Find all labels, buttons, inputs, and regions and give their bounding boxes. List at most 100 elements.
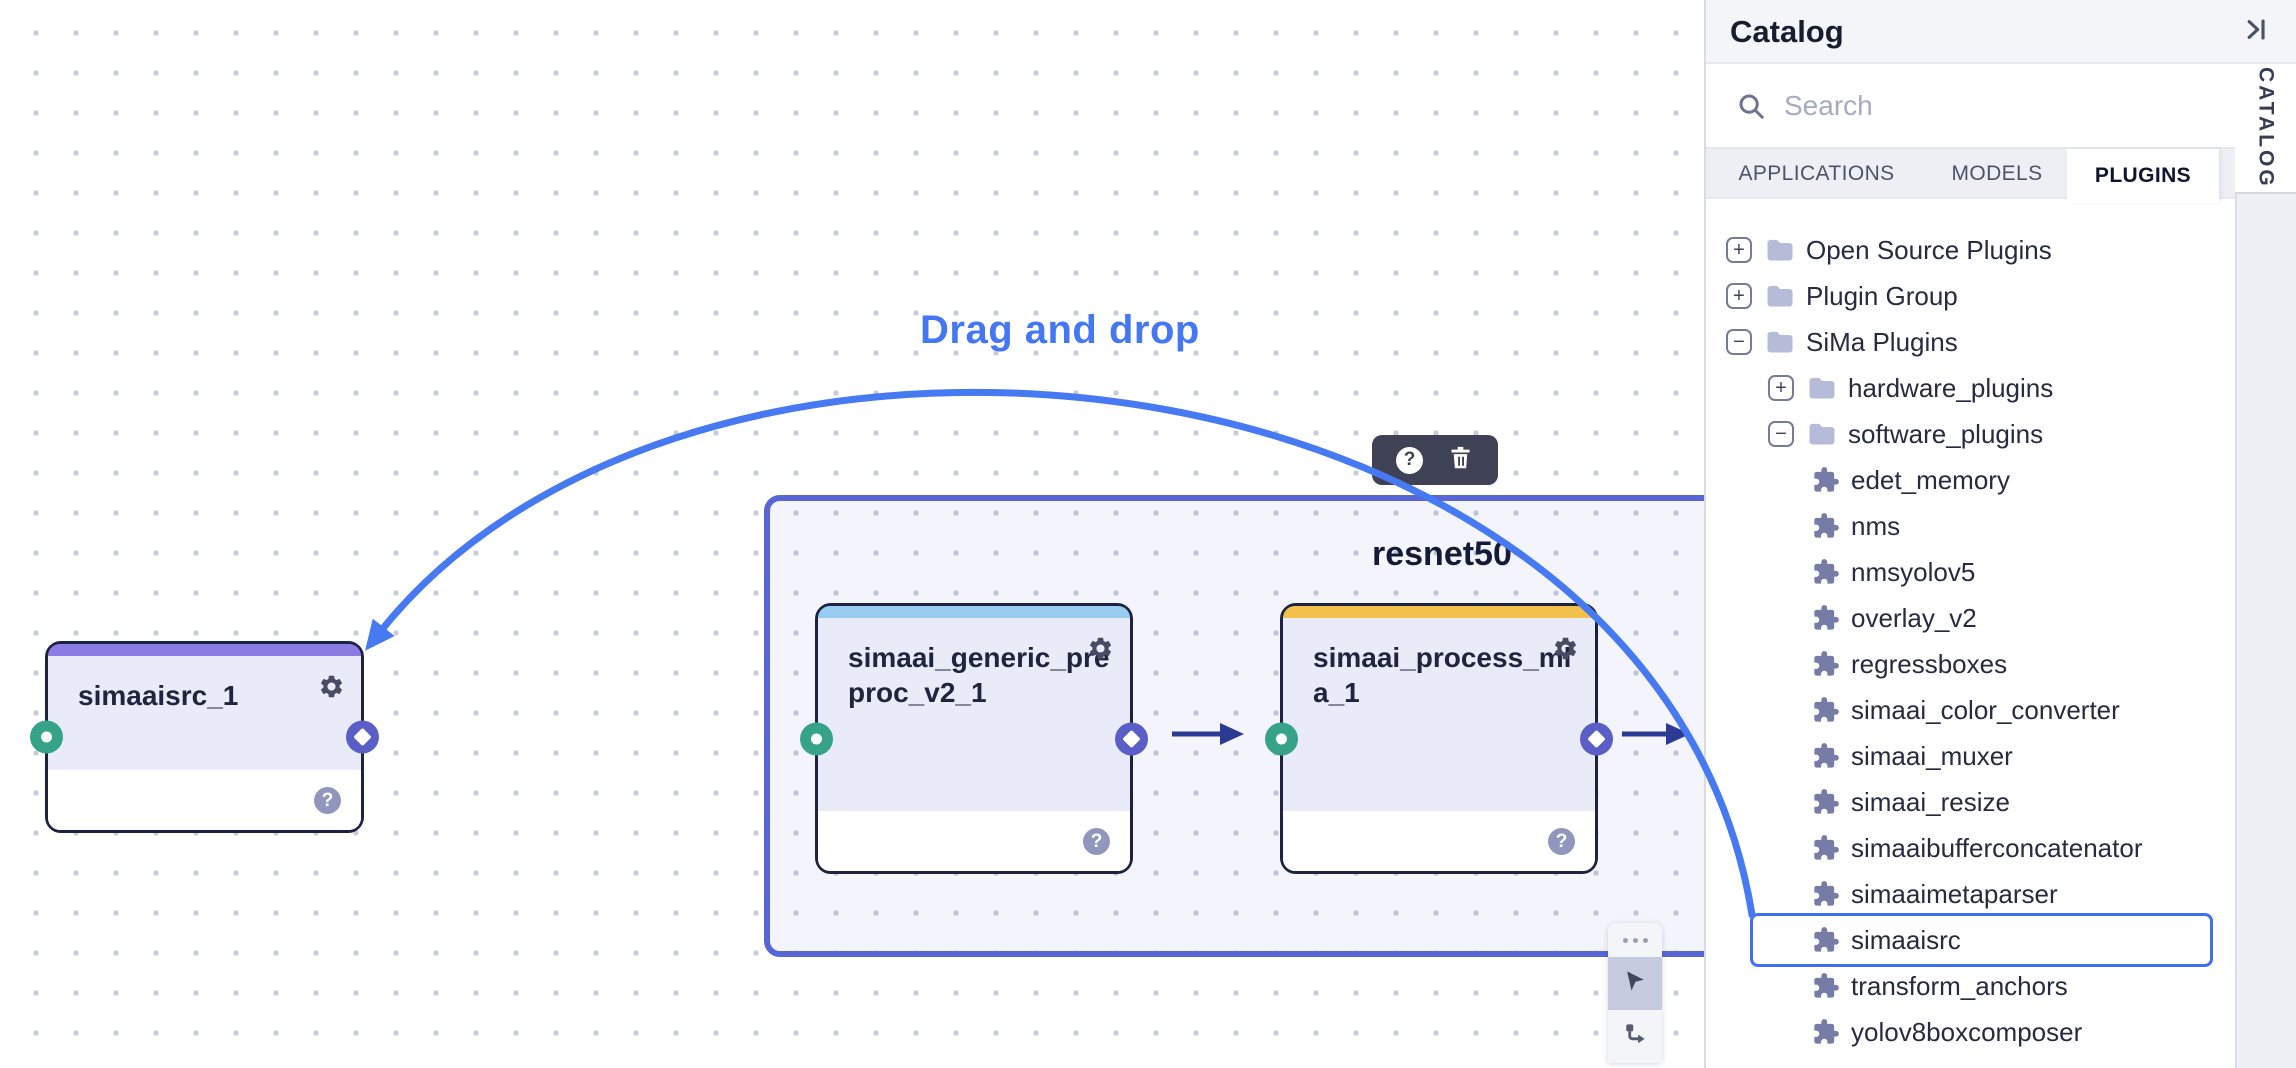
tree-item-label: software_plugins: [1848, 418, 2044, 449]
settings-gear-icon[interactable]: [318, 673, 345, 700]
search-icon: [1739, 94, 1764, 119]
search-bar: [1706, 64, 2237, 149]
palette-drag-handle[interactable]: [1608, 923, 1662, 957]
tab-applications[interactable]: APPLICATIONS: [1738, 162, 1895, 185]
output-port[interactable]: [346, 720, 379, 754]
tree-item-label: simaai_resize: [1851, 786, 2010, 817]
puzzle-plugin-icon: [1812, 834, 1840, 862]
tree-item-label: simaaisrc: [1851, 924, 1961, 955]
tree-expander[interactable]: +: [1768, 375, 1794, 401]
ellipsis-icon: [1622, 937, 1648, 943]
puzzle-plugin-icon: [1812, 972, 1840, 1000]
tree-item-simaaimetaparser[interactable]: simaaimetaparser: [1706, 871, 2237, 917]
tree-item-nms[interactable]: nms: [1706, 503, 2237, 549]
tree-item-label: simaai_muxer: [1851, 740, 2013, 771]
node-title: simaai_process_mla_1: [1313, 642, 1572, 708]
puzzle-plugin-icon: [1812, 466, 1840, 494]
tree-item-SiMa Plugins[interactable]: − SiMa Plugins: [1706, 319, 2237, 365]
folder-icon: [1765, 284, 1795, 309]
tree-item-label: edet_memory: [1851, 464, 2010, 495]
canvas-tool-palette: [1608, 923, 1662, 1063]
tree-item-label: nms: [1851, 510, 1901, 541]
tree-item-label: regressboxes: [1851, 648, 2008, 679]
collapse-panel-icon[interactable]: [2243, 16, 2270, 48]
tree-item-label: simaai_color_converter: [1851, 694, 2120, 725]
puzzle-plugin-icon: [1812, 788, 1840, 816]
puzzle-plugin-icon: [1812, 558, 1840, 586]
connector-tool-button[interactable]: [1608, 1010, 1662, 1063]
selection-toolbar: ?: [1372, 435, 1498, 485]
tree-expander[interactable]: +: [1726, 237, 1752, 263]
settings-gear-icon[interactable]: [1552, 635, 1579, 662]
delete-button[interactable]: [1447, 444, 1474, 476]
pointer-tool-button[interactable]: [1608, 957, 1662, 1010]
plugin-tree: + Open Source Plugins + Plugin Group − S…: [1706, 199, 2237, 1068]
node-simaai_generic_preproc_v2_1[interactable]: simaai_generic_preproc_v2_1 ?: [800, 603, 1148, 874]
panel-side-strip: CATALOG: [2235, 64, 2296, 1068]
group-label: resnet50: [1372, 535, 1512, 573]
catalog-header: Catalog: [1706, 0, 2296, 64]
tree-item-Open Source Plugins[interactable]: + Open Source Plugins: [1706, 227, 2237, 273]
puzzle-plugin-icon: [1812, 696, 1840, 724]
tree-item-overlay_v2[interactable]: overlay_v2: [1706, 595, 2237, 641]
tree-item-hardware_plugins[interactable]: + hardware_plugins: [1706, 365, 2237, 411]
node-accent-strip: [1283, 606, 1595, 618]
node-simaai_process_mla_1[interactable]: simaai_process_mla_1 ?: [1265, 603, 1613, 874]
elbow-arrow-icon: [1621, 1020, 1649, 1053]
help-button[interactable]: ?: [1396, 446, 1423, 474]
node-simaaisrc_1[interactable]: simaaisrc_1 ?: [30, 641, 379, 833]
tree-item-yolov8boxcomposer[interactable]: yolov8boxcomposer: [1706, 1009, 2237, 1055]
tree-item-regressboxes[interactable]: regressboxes: [1706, 641, 2237, 687]
input-port[interactable]: [1265, 722, 1298, 755]
folder-icon: [1765, 330, 1795, 355]
input-port[interactable]: [800, 722, 833, 755]
tree-item-transform_anchors[interactable]: transform_anchors: [1706, 963, 2237, 1009]
tree-item-label: overlay_v2: [1851, 602, 1977, 633]
tree-item-simaaisrc[interactable]: simaaisrc: [1706, 913, 2237, 967]
folder-icon: [1765, 238, 1795, 263]
puzzle-plugin-icon: [1812, 926, 1840, 954]
tree-item-edet_memory[interactable]: edet_memory: [1706, 457, 2237, 503]
puzzle-plugin-icon: [1812, 650, 1840, 678]
node-help-icon[interactable]: ?: [1548, 828, 1575, 855]
tree-item-label: simaaibufferconcatenator: [1851, 832, 2143, 863]
node-title: simaaisrc_1: [78, 680, 239, 711]
node-title: simaai_generic_preproc_v2_1: [848, 642, 1110, 708]
flow-canvas[interactable]: resnet50 ? simaaisrc_1 ? simaai_generic_…: [0, 0, 1704, 1068]
tree-expander[interactable]: −: [1726, 329, 1752, 355]
tree-item-label: hardware_plugins: [1848, 372, 2054, 403]
drag-and-drop-hint: Drag and drop: [920, 308, 1200, 352]
tree-item-nmsyolov5[interactable]: nmsyolov5: [1706, 549, 2237, 595]
tree-item-simaai_muxer[interactable]: simaai_muxer: [1706, 733, 2237, 779]
folder-icon: [1807, 376, 1837, 401]
tree-item-label: SiMa Plugins: [1806, 326, 1958, 357]
tab-plugins[interactable]: PLUGINS: [2067, 149, 2219, 203]
tree-item-simaai_resize[interactable]: simaai_resize: [1706, 779, 2237, 825]
tree-expander[interactable]: −: [1768, 421, 1794, 447]
puzzle-plugin-icon: [1812, 742, 1840, 770]
catalog-tabs: APPLICATIONS MODELS PLUGINS: [1706, 149, 2237, 203]
tree-expander[interactable]: +: [1726, 283, 1752, 309]
catalog-side-tab[interactable]: CATALOG: [2235, 64, 2296, 194]
settings-gear-icon[interactable]: [1087, 635, 1114, 662]
tree-item-simaai_color_converter[interactable]: simaai_color_converter: [1706, 687, 2237, 733]
tree-item-software_plugins[interactable]: − software_plugins: [1706, 411, 2237, 457]
node-accent-strip: [818, 606, 1130, 618]
tab-models[interactable]: MODELS: [1951, 162, 2043, 185]
folder-icon: [1807, 422, 1837, 447]
node-help-icon[interactable]: ?: [314, 787, 341, 814]
node-help-icon[interactable]: ?: [1083, 828, 1110, 855]
input-port[interactable]: [30, 720, 63, 754]
tree-item-label: simaaimetaparser: [1851, 878, 2058, 909]
search-input[interactable]: [1782, 88, 2166, 123]
catalog-panel: Catalog APPLICATIONS MODELS PLUGINS +: [1704, 0, 2296, 1068]
cursor-arrow-icon: [1621, 967, 1649, 1000]
output-port[interactable]: [1580, 722, 1613, 755]
tree-item-simaaibufferconcatenator[interactable]: simaaibufferconcatenator: [1706, 825, 2237, 871]
trash-icon: [1447, 444, 1474, 476]
puzzle-plugin-icon: [1812, 1018, 1840, 1046]
output-port[interactable]: [1115, 722, 1148, 755]
tree-item-label: transform_anchors: [1851, 970, 2068, 1001]
catalog-title: Catalog: [1730, 14, 1844, 49]
tree-item-Plugin Group[interactable]: + Plugin Group: [1706, 273, 2237, 319]
